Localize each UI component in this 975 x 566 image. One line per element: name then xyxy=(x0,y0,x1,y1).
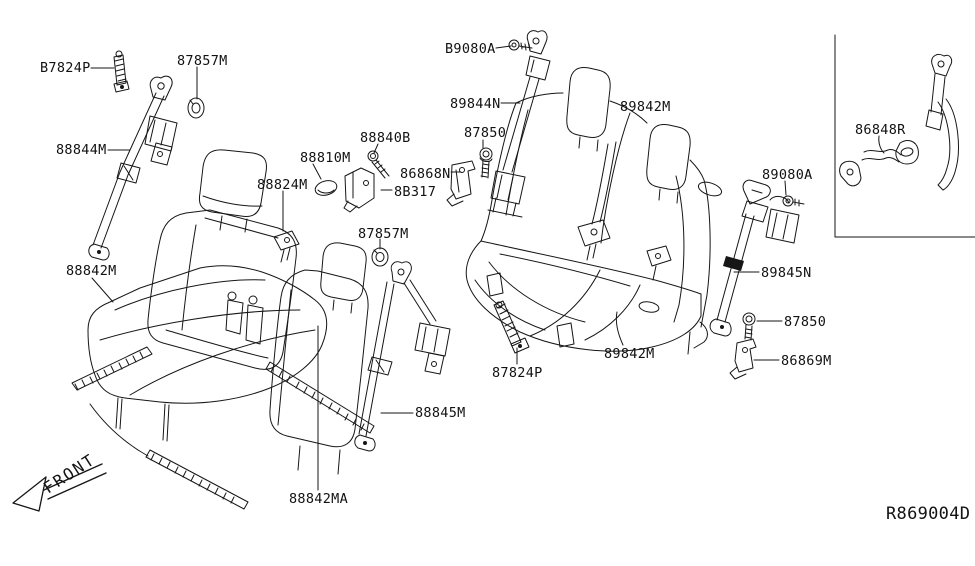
part-label-86868n: 86868N xyxy=(400,166,451,182)
part-label-86869m: 86869M xyxy=(781,353,832,369)
part-label-89842m-top: 89842M xyxy=(620,99,671,115)
part-label-86848r: 86848R xyxy=(855,122,906,138)
bolt-b9080a-drawing xyxy=(508,39,533,51)
grommet-87857m-top-drawing xyxy=(187,97,205,119)
diagram-reference-code: R869004D xyxy=(886,504,970,524)
part-label-89080a: 89080A xyxy=(762,167,813,183)
part-labels: B7824P 87857M 88844M 88842M 88810M 88824… xyxy=(40,41,906,507)
part-label-89842m-bottom: 89842M xyxy=(604,346,655,362)
part-label-88824m: 88824M xyxy=(257,177,308,193)
part-label-88810m: 88810M xyxy=(300,150,351,166)
part-label-88844m: 88844M xyxy=(56,142,107,158)
part-label-89845n: 89845N xyxy=(761,265,812,281)
bolt-89080a-drawing xyxy=(782,195,805,207)
front-direction-label: FRONT xyxy=(40,450,99,498)
cap-88810m-drawing xyxy=(314,180,338,196)
bolt-87850-left-drawing xyxy=(479,147,493,179)
front-arrow-shaft xyxy=(43,463,107,500)
part-label-8b317: 8B317 xyxy=(394,184,436,200)
bolt-87850-right-drawing xyxy=(742,312,756,341)
belt-88845m-drawing xyxy=(354,261,451,452)
belt-anchor-87824p-bottom-drawing xyxy=(493,300,530,354)
part-label-87850-left: 87850 xyxy=(464,125,506,141)
belt-89844n-drawing xyxy=(487,30,551,218)
part-label-b7824p-top: B7824P xyxy=(40,60,91,76)
front-direction-arrow xyxy=(12,463,107,512)
buckle-88824m-drawing xyxy=(273,230,300,263)
leader-lines xyxy=(90,45,885,491)
belt-86848r-drawing xyxy=(839,53,959,191)
third-row-seat-drawing xyxy=(465,67,723,355)
bracket-86868n-drawing xyxy=(446,160,476,207)
grommet-87857m-mid-drawing xyxy=(371,247,389,267)
belt-anchor-b7824p-drawing xyxy=(113,50,130,93)
inset-panel xyxy=(834,34,975,238)
belt-88844m-drawing xyxy=(88,75,178,261)
part-label-87857m-top: 87857M xyxy=(177,53,228,69)
part-label-b9080a: B9080A xyxy=(445,41,496,57)
bolt-88840b-drawing xyxy=(367,150,390,179)
part-label-89844n: 89844N xyxy=(450,96,501,112)
part-label-88842m: 88842M xyxy=(66,263,117,279)
part-label-87857m-mid: 87857M xyxy=(358,226,409,242)
part-label-88840b: 88840B xyxy=(360,130,411,146)
front-arrow-head-icon xyxy=(12,476,47,512)
second-row-seat-drawing xyxy=(71,149,375,510)
belt-89845n-drawing xyxy=(709,179,800,337)
part-label-87850-right: 87850 xyxy=(784,314,826,330)
part-label-87824p-bottom: 87824P xyxy=(492,365,543,381)
part-label-88842ma: 88842MA xyxy=(289,491,348,507)
part-label-88845m: 88845M xyxy=(415,405,466,421)
bracket-8b317-drawing xyxy=(343,167,375,213)
inset-panel-border xyxy=(834,34,975,238)
bracket-86869m-drawing xyxy=(729,338,757,380)
